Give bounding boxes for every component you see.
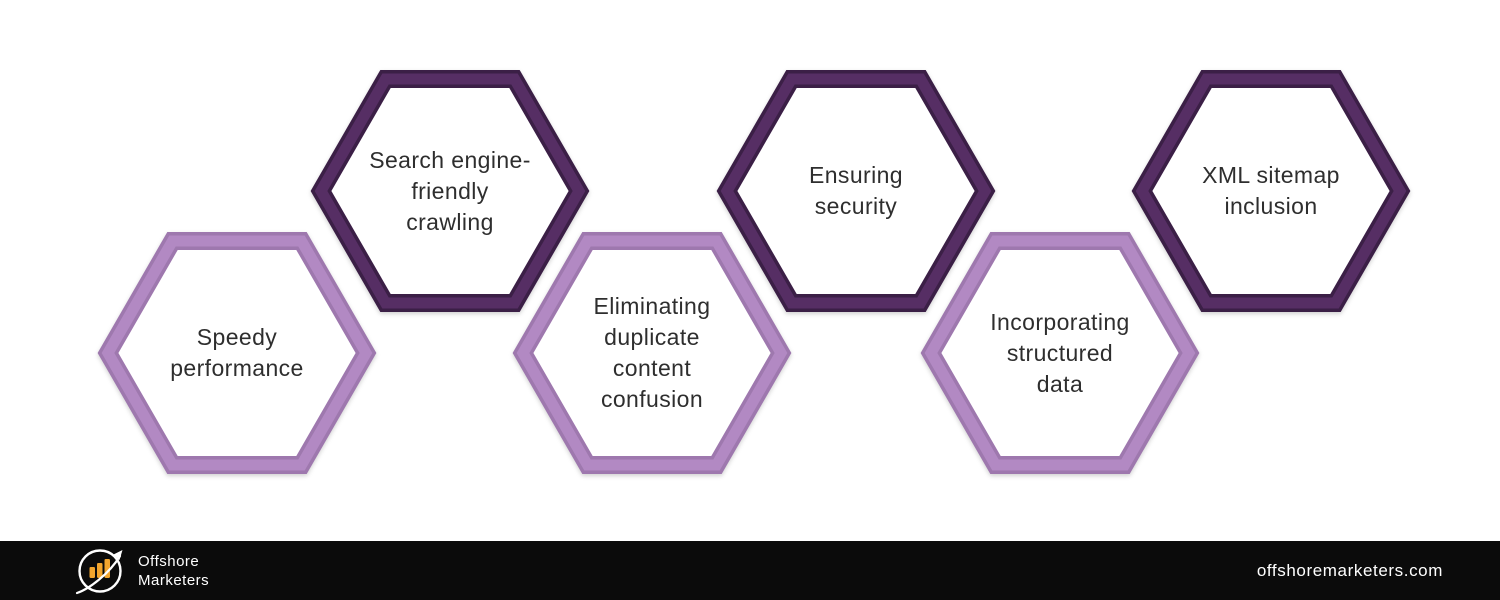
website-url: offshoremarketers.com — [1256, 560, 1443, 580]
hexagon-label: Eliminating duplicate content confusion — [593, 293, 711, 412]
hexagon-incorporating-structured-data: Incorporating structured data — [920, 231, 1200, 475]
hexagon-shape — [97, 232, 377, 474]
hexagon-label: Speedy performance — [170, 324, 304, 381]
hexagon-speedy-performance: Speedy performance — [97, 231, 377, 475]
bar-chart-arrow-icon — [75, 548, 123, 594]
hexagon-shape — [920, 232, 1200, 474]
hexagon-shape — [716, 70, 996, 312]
hexagon-label: XML sitemap inclusion — [1202, 162, 1340, 219]
hexagon-search-engine-friendly-crawling: Search engine- friendly crawling — [310, 69, 590, 313]
brand-logo: Offshore Marketers — [75, 546, 209, 596]
hexagon-label: Incorporating structured data — [990, 308, 1130, 397]
brand-name: Offshore Marketers — [138, 552, 210, 589]
hexagon-label: Search engine- friendly crawling — [369, 146, 531, 235]
hexagon-shape — [512, 232, 792, 474]
hexagon-eliminating-duplicate-content: Eliminating duplicate content confusion — [512, 231, 792, 475]
hexagon-xml-sitemap-inclusion: XML sitemap inclusion — [1131, 69, 1411, 313]
hexagon-label: Ensuring security — [809, 162, 903, 219]
hexagon-shape — [1131, 70, 1411, 312]
hexagon-ensuring-security: Ensuring security — [716, 69, 996, 313]
hexagon-shape — [310, 70, 590, 312]
footer-bar: Offshore Marketers offshoremarketers.com — [0, 541, 1500, 600]
